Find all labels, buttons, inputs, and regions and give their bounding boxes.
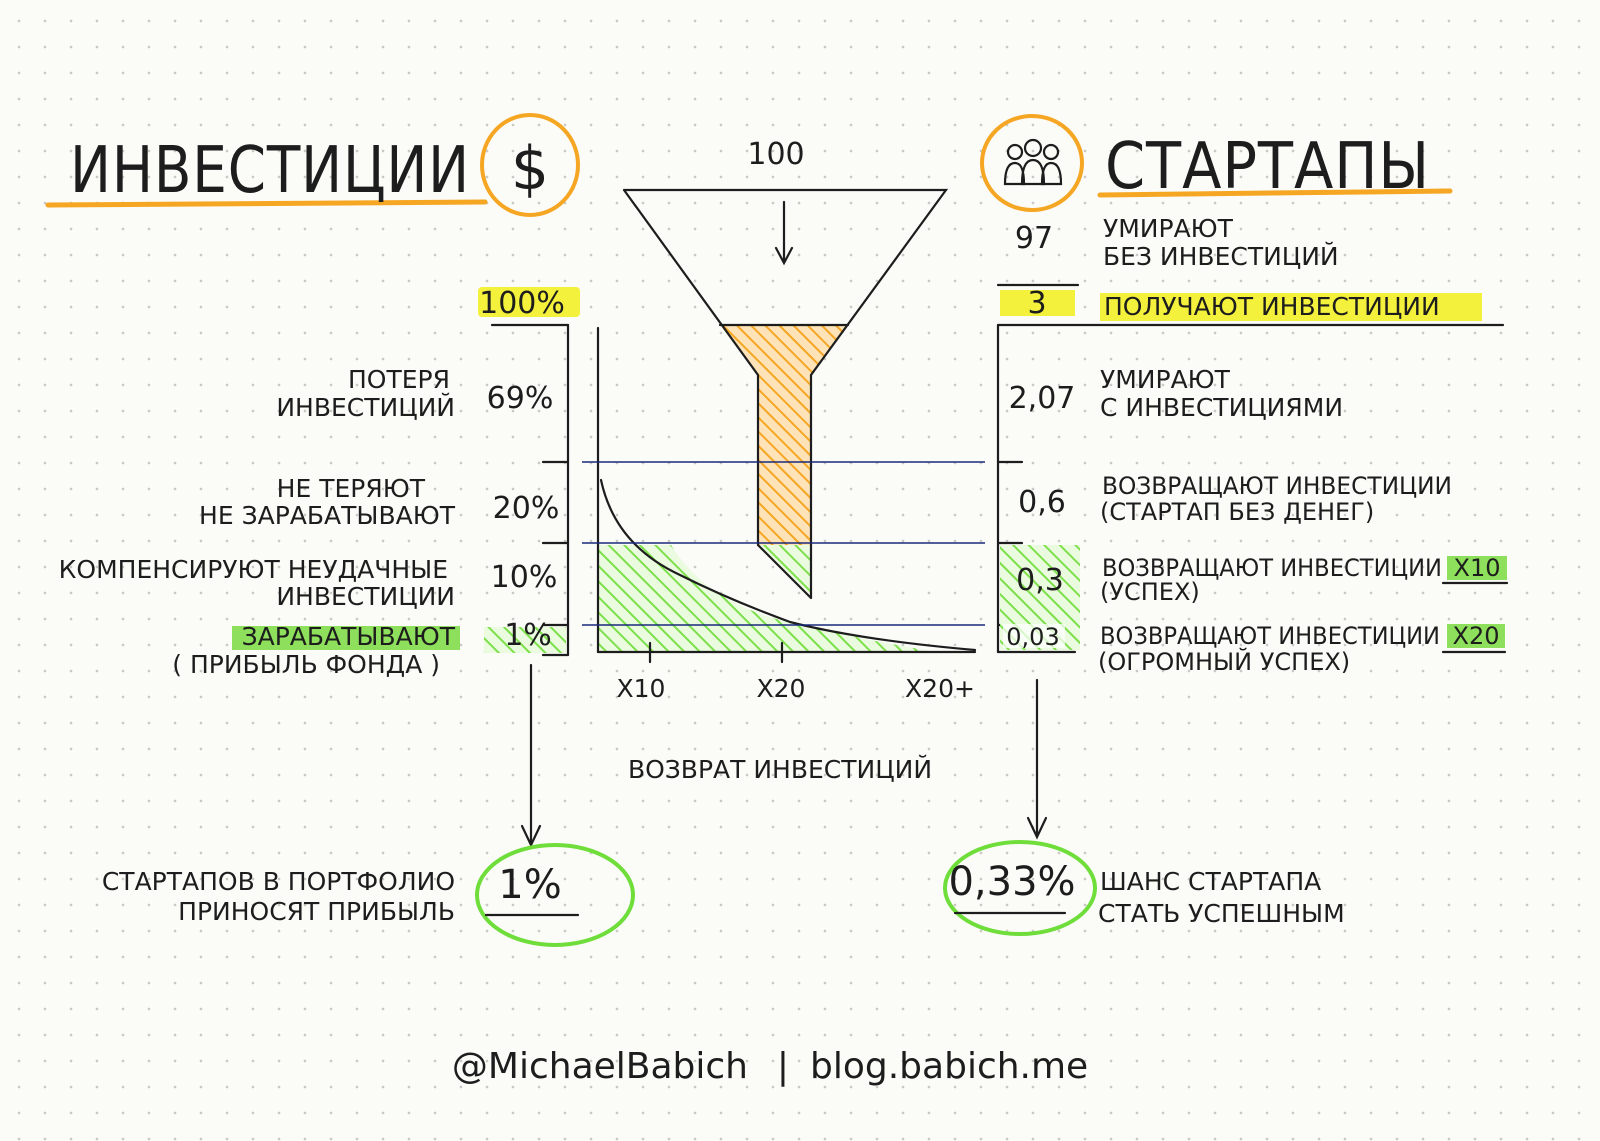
left-title: ИНВЕСТИЦИИ — [70, 134, 470, 208]
right-top-label: УМИРАЮТ — [1103, 214, 1234, 243]
left-result: СТАРТАПОВ В ПОРТФОЛИО ПРИНОСЯТ ПРИБЫЛЬ 1… — [102, 843, 635, 947]
curve-fill — [599, 545, 935, 652]
left-header: ИНВЕСТИЦИИ $ — [45, 113, 580, 217]
left-result-label: СТАРТАПОВ В ПОРТФОЛИО — [102, 867, 455, 896]
right-row-mark: X20 — [1453, 622, 1500, 650]
x-tick-label: X10 — [617, 674, 666, 703]
right-row-value: 0,6 — [1018, 485, 1066, 520]
result-circle — [475, 843, 635, 947]
right-invested-value: 3 — [1027, 286, 1046, 321]
right-row-label: ВОЗВРАЩАЮТ ИНВЕСТИЦИИ — [1100, 622, 1440, 650]
right-header: СТАРТАПЫ — [980, 114, 1453, 212]
right-invested-label: ПОЛУЧАЮТ ИНВЕСТИЦИИ — [1104, 292, 1440, 321]
left-result-label: ПРИНОСЯТ ПРИБЫЛЬ — [178, 897, 455, 926]
right-row-mark: X10 — [1454, 554, 1501, 582]
right-row-label: С ИНВЕСТИЦИЯМИ — [1100, 393, 1343, 422]
footer: @MichaelBabich | blog.babich.me — [452, 1046, 1088, 1087]
highlight — [232, 626, 460, 650]
left-row-label: ИНВЕСТИЦИИ — [276, 582, 455, 611]
left-row-value: 20% — [493, 491, 560, 526]
right-row-label: УМИРАЮТ — [1100, 365, 1231, 394]
left-scale: 100% — [478, 286, 580, 657]
left-row: ПОТЕРЯ ИНВЕСТИЦИЙ 69% — [276, 365, 553, 422]
right-result-label: СТАТЬ УСПЕШНЫМ — [1098, 899, 1345, 928]
highlight — [1000, 290, 1075, 316]
highlight — [478, 287, 580, 317]
left-row-label: ИНВЕСТИЦИЙ — [276, 393, 455, 422]
right-row-label: (СТАРТАП БЕЗ ДЕНЕГ) — [1100, 498, 1374, 526]
author-handle[interactable]: @MichaelBabich — [452, 1046, 748, 1087]
people-group-icon — [980, 114, 1084, 212]
right-top-label: БЕЗ ИНВЕСТИЦИЙ — [1103, 242, 1339, 271]
x-axis-label: ВОЗВРАТ ИНВЕСТИЦИЙ — [628, 755, 932, 784]
highlight — [1447, 624, 1505, 648]
dollar-icon: $ — [480, 113, 580, 217]
svg-text:$: $ — [511, 134, 549, 204]
right-top-value: 97 — [1015, 221, 1053, 256]
left-row-label: НЕ ЗАРАБАТЫВАЮТ — [199, 501, 456, 530]
right-result-label: ШАНС СТАРТАПА — [1100, 867, 1321, 896]
right-result: 0,33% ШАНС СТАРТАПА СТАТЬ УСПЕШНЫМ — [943, 840, 1345, 936]
return-curve — [599, 478, 977, 652]
tier-separators — [582, 461, 985, 626]
right-row-label: (ОГРОМНЫЙ УСПЕХ) — [1098, 647, 1350, 676]
title-underline — [45, 199, 488, 208]
right-row: 0,3 ВОЗВРАЩАЮТ ИНВЕСТИЦИИ X10 (УСПЕХ) — [1016, 554, 1509, 606]
right-result-value: 0,33% — [948, 859, 1075, 905]
right-top: 97 УМИРАЮТ БЕЗ ИНВЕСТИЦИЙ — [1015, 214, 1339, 271]
funnel-outline — [622, 188, 949, 600]
right-title: СТАРТАПЫ — [1105, 130, 1430, 204]
funnel-input-count: 100 — [747, 137, 804, 172]
left-row: НЕ ТЕРЯЮТ НЕ ЗАРАБАТЫВАЮТ 20% — [199, 474, 559, 530]
right-row: 0,03 ВОЗВРАЩАЮТ ИНВЕСТИЦИИ X20 (ОГРОМНЫЙ… — [1003, 622, 1507, 676]
title-underline — [1097, 188, 1453, 198]
left-row-value: 10% — [491, 560, 558, 595]
left-row-value: 1% — [504, 618, 552, 653]
right-row-value: 2,07 — [1009, 381, 1076, 416]
right-row: 0,6 ВОЗВРАЩАЮТ ИНВЕСТИЦИИ (СТАРТАП БЕЗ Д… — [1018, 472, 1452, 526]
highlight — [1100, 293, 1482, 321]
down-arrow-icon — [1026, 678, 1048, 840]
x-tick-label: X20+ — [905, 674, 975, 703]
left-row: ЗАРАБАТЫВАЮТ ( ПРИБЫЛЬ ФОНДА ) 1% — [172, 618, 552, 679]
right-row-value: 0,03 — [1006, 623, 1059, 651]
right-row-label: ВОЗВРАЩАЮТ ИНВЕСТИЦИИ — [1102, 554, 1442, 582]
right-row: 2,07 УМИРАЮТ С ИНВЕСТИЦИЯМИ — [1009, 365, 1343, 422]
right-row-value: 0,3 — [1016, 563, 1064, 598]
right-row-label: ВОЗВРАЩАЮТ ИНВЕСТИЦИИ — [1102, 472, 1452, 500]
right-scale: 3 ПОЛУЧАЮТ ИНВЕСТИЦИИ — [996, 283, 1505, 654]
footer-separator: | — [777, 1046, 789, 1087]
blog-link[interactable]: blog.babich.me — [810, 1046, 1088, 1087]
left-result-value: 1% — [498, 862, 561, 908]
highlight — [1447, 556, 1507, 580]
left-row-label: ЗАРАБАТЫВАЮТ — [242, 622, 456, 651]
down-arrow-icon — [774, 200, 794, 266]
x-tick-label: X20 — [757, 674, 806, 703]
funnel: 100 — [622, 137, 949, 600]
left-row-label: ПОТЕРЯ — [348, 365, 450, 394]
right-row-label: (УСПЕХ) — [1100, 578, 1200, 606]
left-row-label: ( ПРИБЫЛЬ ФОНДА ) — [172, 650, 440, 679]
left-row-label: КОМПЕНСИРУЮТ НЕУДАЧНЫЕ — [59, 555, 448, 584]
left-row-value: 69% — [487, 381, 554, 416]
down-arrow-icon — [520, 663, 542, 848]
left-row-label: НЕ ТЕРЯЮТ — [277, 474, 426, 503]
funnel-invested-fill — [720, 325, 848, 462]
result-circle — [943, 840, 1097, 936]
left-top-pct: 100% — [479, 286, 565, 321]
left-row: КОМПЕНСИРУЮТ НЕУДАЧНЫЕ ИНВЕСТИЦИИ 10% — [59, 555, 558, 611]
